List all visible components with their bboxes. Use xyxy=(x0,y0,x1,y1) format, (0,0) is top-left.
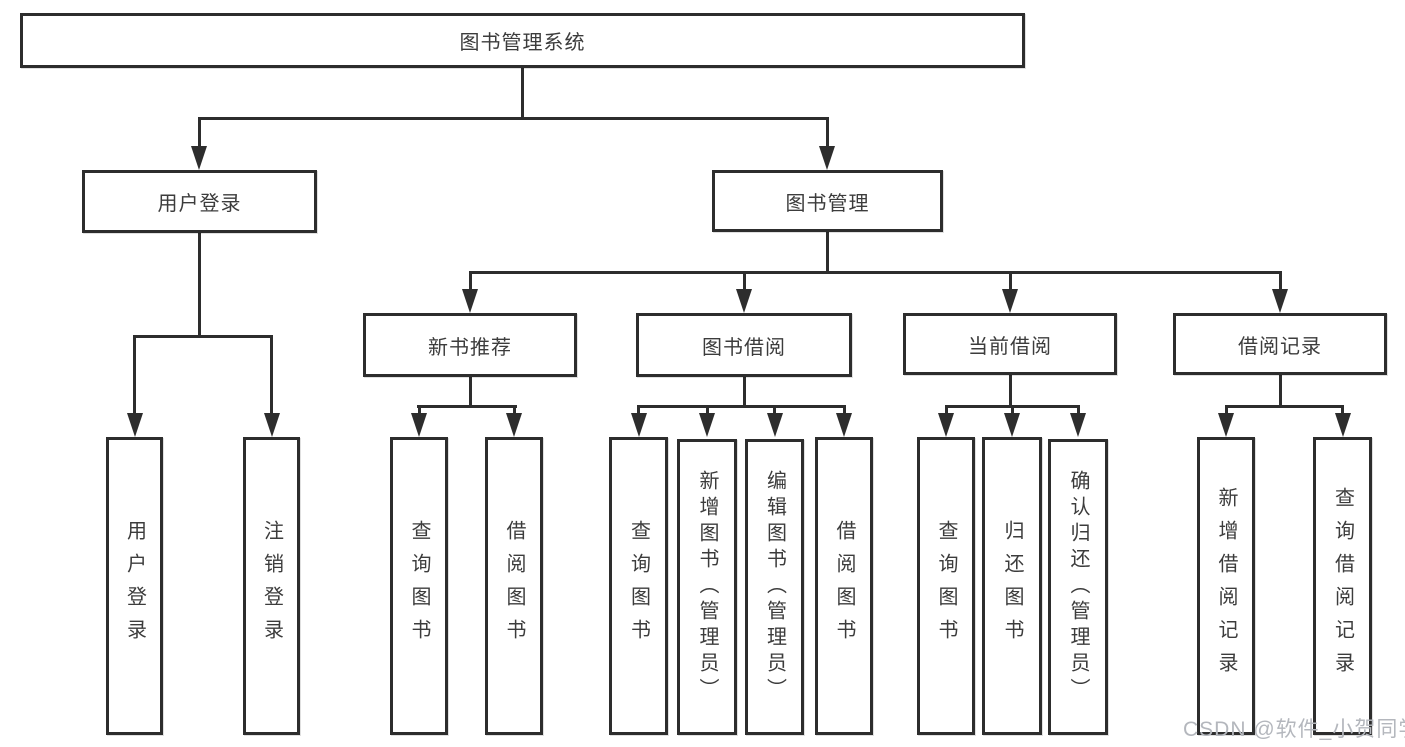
node-library-system-label: 图书管理系统 xyxy=(459,32,586,54)
leaf-logout-login-label: 注销登录 xyxy=(260,520,283,652)
connector-line xyxy=(521,68,524,117)
connector-line xyxy=(637,405,846,408)
arrow-down-icon xyxy=(819,146,835,170)
leaf-query-books-2-label: 查询图书 xyxy=(627,520,650,652)
leaf-user-login: 用户登录 xyxy=(106,437,163,735)
leaf-query-borrow-record-label: 查询借阅记录 xyxy=(1331,487,1354,685)
connector-line xyxy=(1279,271,1282,293)
arrow-down-icon xyxy=(631,413,647,437)
connector-line xyxy=(743,377,746,405)
arrow-down-icon xyxy=(411,413,427,437)
arrow-down-icon xyxy=(1002,289,1018,313)
arrow-down-icon xyxy=(938,413,954,437)
node-book-borrow-label: 图书借阅 xyxy=(702,336,786,359)
connector-line xyxy=(469,271,1282,274)
node-user-login-label: 用户登录 xyxy=(157,193,242,215)
connector-line xyxy=(417,405,517,408)
connector-line xyxy=(198,117,201,150)
leaf-query-books-1: 查询图书 xyxy=(390,437,448,735)
arrow-down-icon xyxy=(127,413,143,437)
arrow-down-icon xyxy=(264,413,280,437)
connector-line xyxy=(826,232,829,271)
connector-line xyxy=(133,335,136,417)
connector-line xyxy=(1009,271,1012,293)
leaf-query-books-1-label: 查询图书 xyxy=(408,520,430,652)
arrow-down-icon xyxy=(462,289,478,313)
arrow-down-icon xyxy=(1335,413,1351,437)
node-library-system: 图书管理系统 xyxy=(20,13,1025,68)
leaf-confirm-return-admin: 确认归还（管理员） xyxy=(1048,439,1108,735)
leaf-borrow-books-1: 借阅图书 xyxy=(485,437,543,735)
connector-line xyxy=(637,405,640,417)
leaf-add-book-admin-label: 新增图书（管理员） xyxy=(696,470,718,704)
leaf-edit-book-admin: 编辑图书（管理员） xyxy=(745,439,804,735)
node-current-borrow-label: 当前借阅 xyxy=(968,335,1052,358)
leaf-edit-book-admin-label: 编辑图书（管理员） xyxy=(763,470,786,704)
connector-line xyxy=(1225,405,1228,417)
leaf-logout-login: 注销登录 xyxy=(243,437,300,735)
node-book-borrow: 图书借阅 xyxy=(636,313,852,377)
connector-line xyxy=(198,233,201,335)
connector-line xyxy=(133,335,273,338)
connector-line xyxy=(1341,405,1344,417)
leaf-query-books-2: 查询图书 xyxy=(609,437,668,735)
node-borrow-records-label: 借阅记录 xyxy=(1238,335,1322,358)
watermark-text: CSDN @软件_小贺同学 xyxy=(1183,718,1405,741)
node-book-management-label: 图书管理 xyxy=(785,192,870,215)
connector-line xyxy=(270,335,273,417)
leaf-add-borrow-record: 新增借阅记录 xyxy=(1197,437,1255,735)
leaf-user-login-label: 用户登录 xyxy=(123,520,146,652)
leaf-query-borrow-record: 查询借阅记录 xyxy=(1313,437,1372,735)
connector-line xyxy=(469,377,472,405)
connector-line xyxy=(513,405,516,417)
connector-line xyxy=(1279,375,1282,405)
leaf-return-book: 归还图书 xyxy=(982,437,1042,735)
arrow-down-icon xyxy=(506,413,522,437)
arrow-down-icon xyxy=(1070,413,1086,437)
connector-line xyxy=(1011,405,1014,417)
arrow-down-icon xyxy=(836,413,852,437)
leaf-borrow-books-1-label: 借阅图书 xyxy=(503,520,525,652)
connector-line xyxy=(773,405,776,417)
leaf-confirm-return-admin-label: 确认归还（管理员） xyxy=(1067,470,1089,704)
connector-line xyxy=(1009,375,1012,405)
connector-line xyxy=(706,405,709,417)
connector-line xyxy=(418,405,421,417)
arrow-down-icon xyxy=(1218,413,1234,437)
node-current-borrow: 当前借阅 xyxy=(903,313,1117,375)
leaf-borrow-books-2: 借阅图书 xyxy=(815,437,873,735)
arrow-down-icon xyxy=(699,413,715,437)
leaf-borrow-books-2-label: 借阅图书 xyxy=(833,520,855,652)
node-new-book-recommend: 新书推荐 xyxy=(363,313,577,377)
node-new-book-recommend-label: 新书推荐 xyxy=(428,336,512,359)
arrow-down-icon xyxy=(767,413,783,437)
connector-line xyxy=(1077,405,1080,417)
connector-line xyxy=(1225,405,1344,408)
arrow-down-icon xyxy=(736,289,752,313)
node-user-login: 用户登录 xyxy=(82,170,317,233)
connector-line xyxy=(469,271,472,293)
leaf-add-borrow-record-label: 新增借阅记录 xyxy=(1215,487,1237,685)
connector-line xyxy=(843,405,846,417)
connector-line xyxy=(826,117,829,150)
connector-line xyxy=(743,271,746,293)
arrow-down-icon xyxy=(1004,413,1020,437)
node-book-management: 图书管理 xyxy=(712,170,943,232)
connector-line xyxy=(945,405,948,417)
leaf-query-books-3: 查询图书 xyxy=(917,437,975,735)
node-borrow-records: 借阅记录 xyxy=(1173,313,1387,375)
leaf-add-book-admin: 新增图书（管理员） xyxy=(677,439,737,735)
leaf-return-book-label: 归还图书 xyxy=(1001,520,1023,652)
arrow-down-icon xyxy=(1272,289,1288,313)
connector-line xyxy=(198,117,829,120)
arrow-down-icon xyxy=(191,146,207,170)
leaf-query-books-3-label: 查询图书 xyxy=(935,520,957,652)
